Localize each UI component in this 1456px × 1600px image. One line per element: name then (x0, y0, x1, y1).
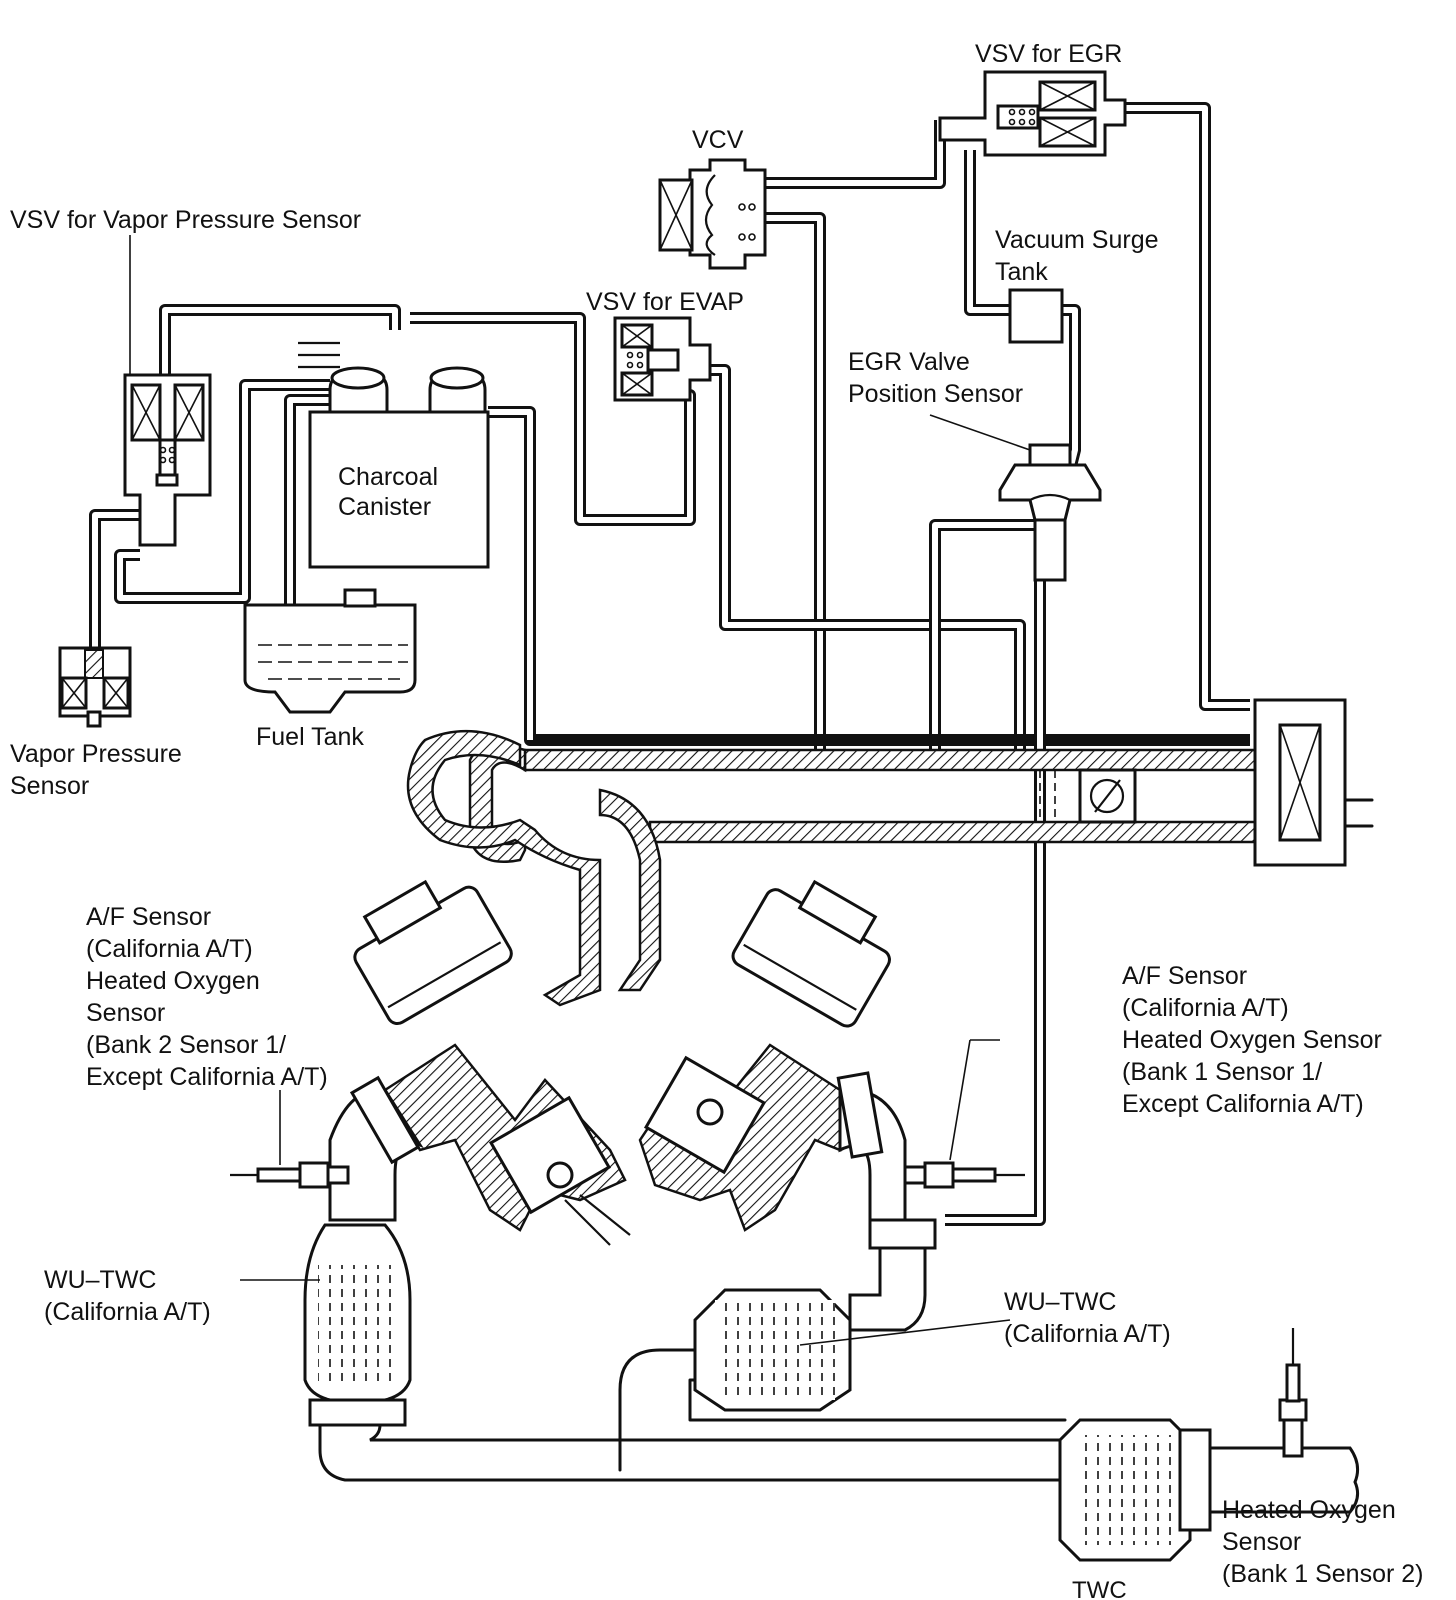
vapor-pressure-sensor (58, 646, 132, 728)
label-ho2-bottom-1: Sensor (1222, 1528, 1301, 1556)
vacuum-hoses (89, 102, 1250, 1226)
label-af-left-3: Sensor (86, 999, 165, 1027)
label-af-right-2: Heated Oxygen Sensor (1122, 1026, 1382, 1054)
label-af-left-4: (Bank 2 Sensor 1/ (86, 1031, 286, 1059)
label-wutwc-right-0: WU–TWC (1004, 1288, 1116, 1316)
label-wutwc-right-1: (California A/T) (1004, 1320, 1171, 1348)
label-vsv-egr: VSV for EGR (975, 40, 1122, 68)
vcv-component (658, 158, 767, 270)
label-vacuum-surge-tank-1: Vacuum Surge (995, 226, 1159, 254)
label-af-left-0: A/F Sensor (86, 903, 211, 931)
leader-lines (240, 1039, 1011, 1346)
label-af-right-1: (California A/T) (1122, 994, 1289, 1022)
vsv-egr-component (938, 70, 1127, 157)
intake-manifold (406, 698, 1374, 1007)
label-af-right-4: Except California A/T) (1122, 1090, 1364, 1118)
label-af-left-1: (California A/T) (86, 935, 253, 963)
label-egr-valve-1: EGR Valve (848, 348, 970, 376)
label-vcv: VCV (692, 126, 744, 154)
label-vacuum-surge-tank-2: Tank (995, 258, 1048, 286)
label-vapor-sensor-1: Vapor Pressure (10, 740, 182, 768)
exhaust-system (230, 1161, 1360, 1562)
vsv-vapor-pressure-component (123, 235, 212, 547)
label-wutwc-left-1: (California A/T) (44, 1298, 211, 1326)
label-charcoal-1: Charcoal (338, 463, 438, 491)
label-ho2-bottom-2: (Bank 1 Sensor 2) (1222, 1560, 1424, 1588)
label-af-left-5: Except California A/T) (86, 1063, 328, 1091)
label-egr-valve-2: Position Sensor (848, 380, 1023, 408)
label-charcoal-2: Canister (338, 493, 431, 521)
label-ho2-bottom-0: Heated Oxygen (1222, 1496, 1396, 1524)
egr-valve-component (929, 414, 1102, 582)
label-twc: TWC (1072, 1577, 1127, 1600)
text-labels: VSV for EGR VCV VSV for Vapor Pressure S… (10, 40, 1424, 1600)
label-vsv-evap: VSV for EVAP (586, 288, 744, 316)
label-vsv-vapor-pressure: VSV for Vapor Pressure Sensor (10, 206, 361, 234)
charcoal-canister (308, 366, 490, 569)
engine-block (328, 879, 907, 1246)
label-af-right-3: (Bank 1 Sensor 1/ (1122, 1058, 1322, 1086)
vsv-evap-component (613, 316, 712, 402)
fuel-tank (243, 588, 417, 714)
label-fuel-tank: Fuel Tank (256, 723, 364, 751)
label-wutwc-left-0: WU–TWC (44, 1266, 156, 1294)
label-af-right-0: A/F Sensor (1122, 962, 1247, 990)
label-af-left-2: Heated Oxygen (86, 967, 260, 995)
label-vapor-sensor-2: Sensor (10, 772, 89, 800)
vacuum-surge-tank (1008, 288, 1064, 344)
